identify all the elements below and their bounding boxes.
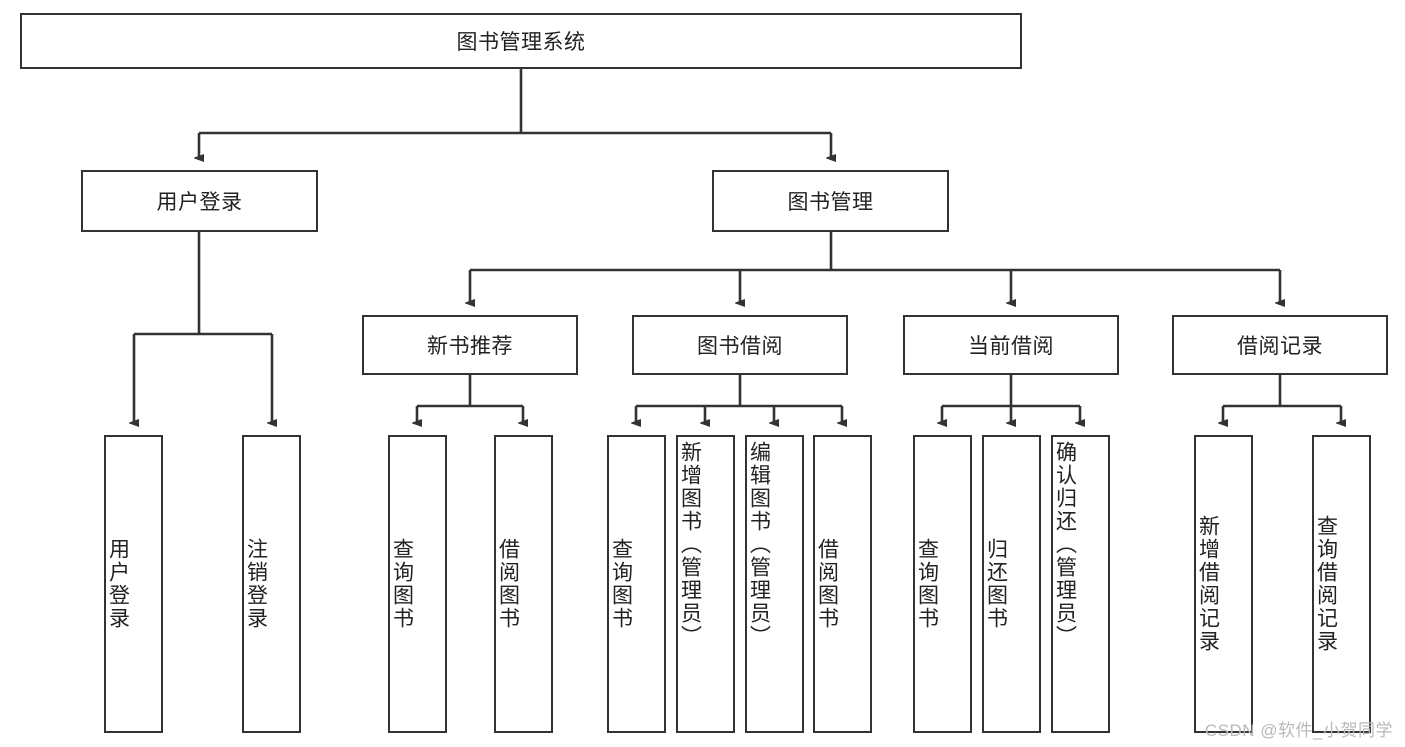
node-book-borrow[interactable]: 图书借阅 <box>632 315 848 375</box>
leaf-return-book[interactable]: 归还图书 <box>982 435 1041 733</box>
node-label: 图书管理 <box>787 191 874 214</box>
node-label: 确认归还（管理员） <box>1053 441 1077 648</box>
node-label: 图书借阅 <box>697 335 783 358</box>
watermark: CSDN @软件_小贺同学 <box>1204 721 1393 740</box>
node-label: 查询图书 <box>915 538 939 630</box>
leaf-confirm-return-admin[interactable]: 确认归还（管理员） <box>1051 435 1110 733</box>
node-root-system[interactable]: 图书管理系统 <box>20 13 1022 69</box>
node-label: 注销登录 <box>244 538 268 630</box>
node-label: 归还图书 <box>984 538 1008 630</box>
node-label: 新书推荐 <box>427 335 513 358</box>
node-label: 新增图书（管理员） <box>678 441 702 648</box>
leaf-logout[interactable]: 注销登录 <box>242 435 301 733</box>
node-label: 查询借阅记录 <box>1314 515 1338 653</box>
leaf-add-book-admin[interactable]: 新增图书（管理员） <box>676 435 735 733</box>
leaf-query-book-current[interactable]: 查询图书 <box>913 435 972 733</box>
leaf-edit-book-admin[interactable]: 编辑图书（管理员） <box>745 435 804 733</box>
node-current-borrow[interactable]: 当前借阅 <box>903 315 1119 375</box>
leaf-add-borrow-record[interactable]: 新增借阅记录 <box>1194 435 1253 733</box>
leaf-query-borrow-record[interactable]: 查询借阅记录 <box>1312 435 1371 733</box>
leaf-query-book-borrow[interactable]: 查询图书 <box>607 435 666 733</box>
leaf-query-book-recommend[interactable]: 查询图书 <box>388 435 447 733</box>
node-label: 查询图书 <box>609 538 633 630</box>
node-new-book-recommend[interactable]: 新书推荐 <box>362 315 578 375</box>
node-label: 借阅记录 <box>1237 335 1323 358</box>
node-label: 图书管理系统 <box>456 31 586 54</box>
node-label: 用户登录 <box>106 538 130 630</box>
node-label: 查询图书 <box>390 538 414 630</box>
node-label: 新增借阅记录 <box>1196 515 1220 653</box>
node-label: 编辑图书（管理员） <box>747 441 771 648</box>
leaf-borrow-book[interactable]: 借阅图书 <box>813 435 872 733</box>
node-label: 当前借阅 <box>968 335 1054 358</box>
node-label: 借阅图书 <box>815 538 839 630</box>
leaf-borrow-book-recommend[interactable]: 借阅图书 <box>494 435 553 733</box>
leaf-user-login[interactable]: 用户登录 <box>104 435 163 733</box>
node-label: 用户登录 <box>156 191 243 214</box>
node-book-management[interactable]: 图书管理 <box>712 170 949 232</box>
node-label: 借阅图书 <box>496 538 520 630</box>
node-user-login[interactable]: 用户登录 <box>81 170 318 232</box>
node-borrow-records[interactable]: 借阅记录 <box>1172 315 1388 375</box>
